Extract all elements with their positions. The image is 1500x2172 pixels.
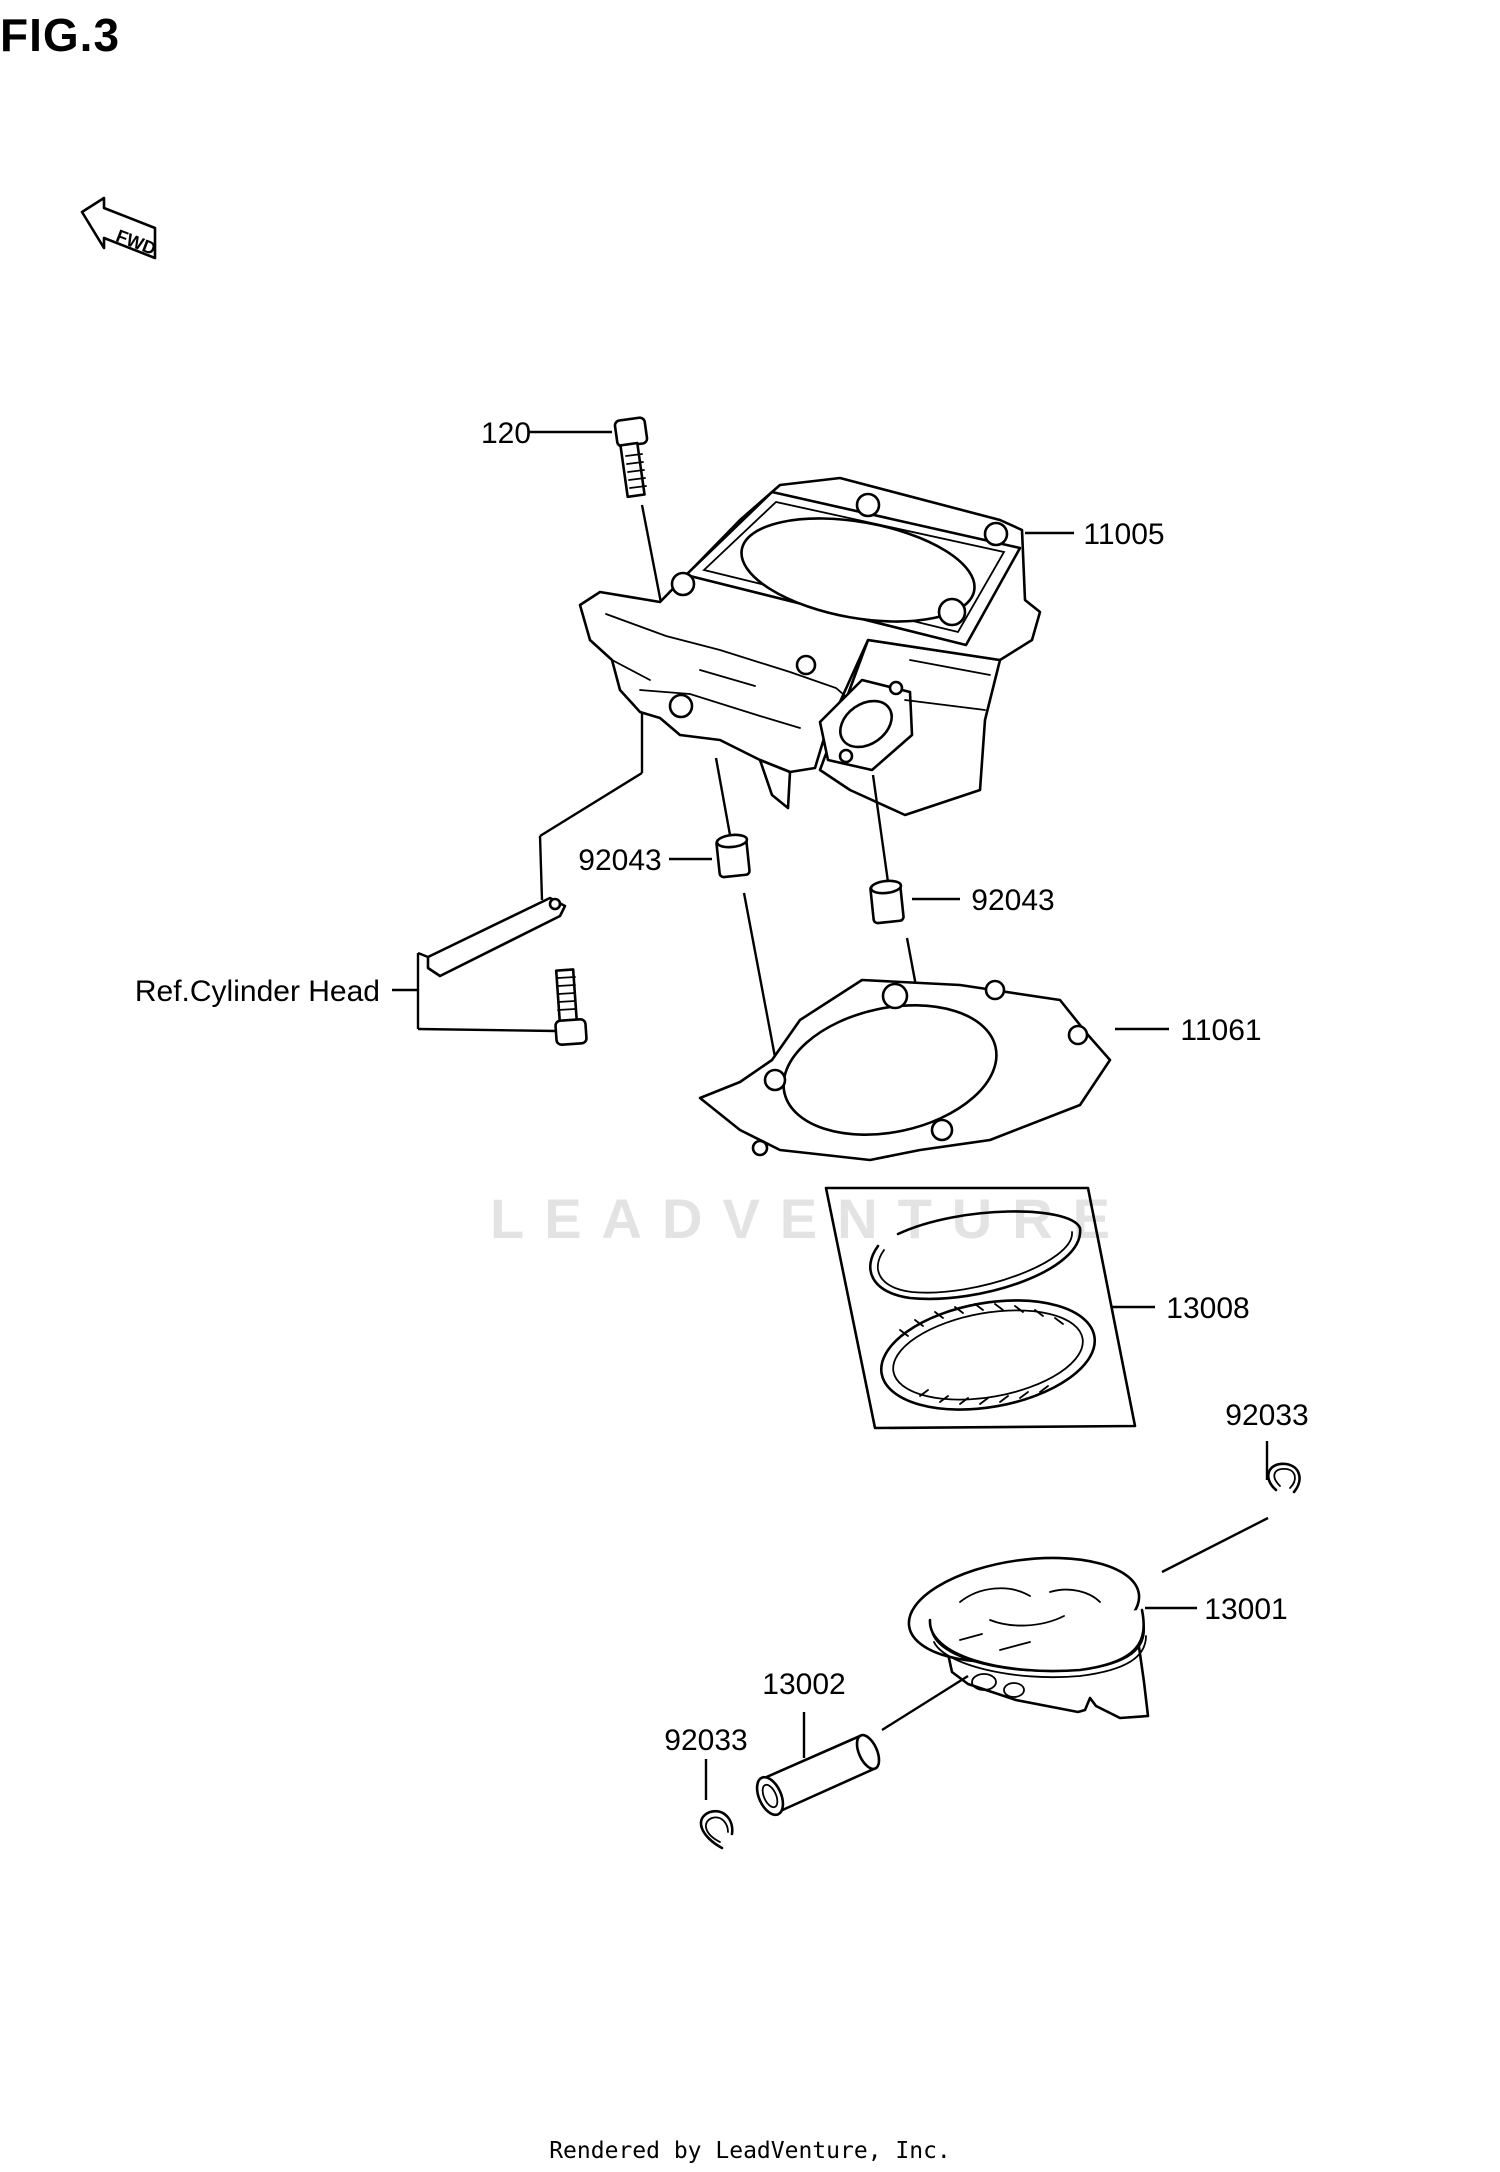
- cylinder-11005: [578, 476, 1042, 817]
- fwd-arrow-icon: FWD: [80, 196, 159, 260]
- callout-120: 120: [481, 417, 531, 450]
- dowel-pin-92043-right: [869, 879, 905, 925]
- callout-92043-left: 92043: [578, 844, 661, 877]
- callout-92033-left: 92033: [664, 1724, 747, 1757]
- dowel-pin-92043-left: [715, 833, 751, 879]
- callout-92043-right: 92043: [971, 884, 1054, 917]
- watermark: LEADVENTURE: [490, 1187, 1131, 1250]
- callout-11005: 11005: [1083, 518, 1164, 551]
- callout-13001: 13001: [1204, 1593, 1287, 1626]
- piston-13001: [907, 1556, 1150, 1720]
- gasket-11061: [698, 978, 1112, 1162]
- ref-cylinder-head-bolt: [554, 968, 588, 1046]
- ref-cylinder-head-label: Ref.Cylinder Head: [135, 975, 380, 1008]
- callout-13002: 13002: [762, 1668, 845, 1701]
- bolt-120: [613, 416, 649, 499]
- callout-11061: 11061: [1180, 1014, 1261, 1047]
- circlip-92033-left: [699, 1809, 734, 1850]
- footer-credit: Rendered by LeadVenture, Inc.: [549, 2138, 951, 2164]
- circlip-92033-right: [1266, 1462, 1301, 1494]
- callout-13008: 13008: [1166, 1292, 1249, 1325]
- ref-cylinder-head-plate: [426, 896, 567, 978]
- callout-92033-right: 92033: [1225, 1399, 1308, 1432]
- piston-ring-set-13008: [824, 1186, 1137, 1430]
- piston-pin-13002: [755, 1733, 881, 1817]
- figure-title: FIG.3: [0, 9, 121, 61]
